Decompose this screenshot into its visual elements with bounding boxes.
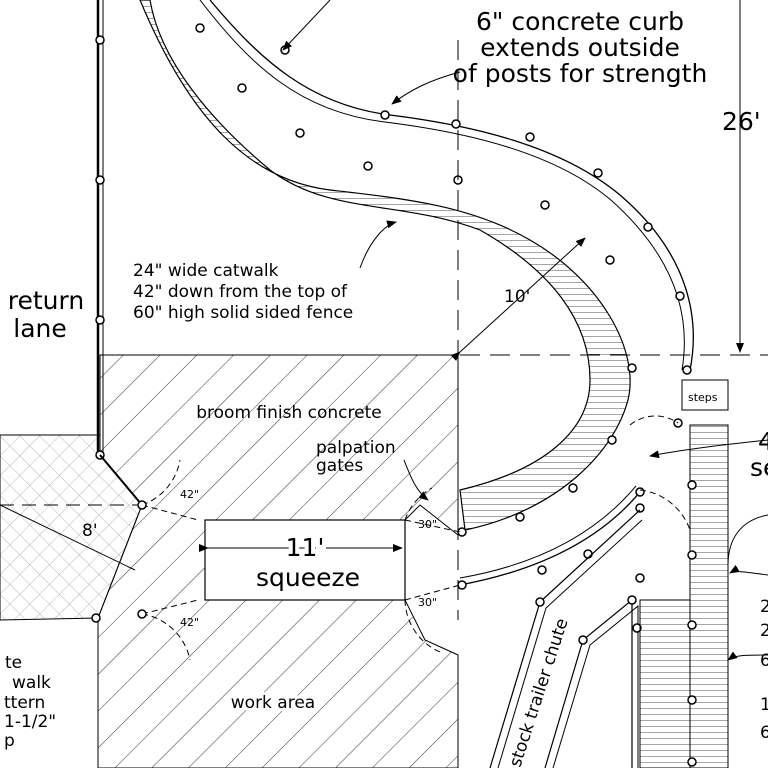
stock-trailer-chute — [489, 509, 645, 768]
left-edge-note: te walk ttern 1-1/2" p — [4, 653, 56, 751]
right-edge-note-b: 2 2 6 1 6 — [760, 597, 768, 743]
right-note-a-line2: se — [750, 453, 768, 482]
radius-dimension-label: 10' — [504, 287, 530, 307]
catwalk-note: 24" wide catwalk 42" down from the top o… — [133, 261, 353, 323]
work-area-label: work area — [231, 693, 315, 713]
gate-30-upper-label: 30" — [418, 518, 437, 531]
squeeze-box — [199, 519, 406, 601]
squeeze-label: squeeze — [256, 563, 360, 592]
return-lane-label: return lane — [8, 286, 84, 343]
curb-note: 6" concrete curb extends outside of post… — [453, 7, 708, 88]
left-note-line1: te — [5, 653, 22, 673]
right-note-a-line1: 4 — [758, 427, 768, 456]
curb-note-line3: of posts for strength — [453, 59, 708, 88]
catwalk-note-line2: 42" down from the top of — [133, 282, 348, 302]
right-edge-note-a: 4 se — [750, 427, 768, 482]
palpation-gates-label: palpation gates — [316, 438, 396, 476]
right-note-b-line5: 6 — [760, 723, 768, 743]
catwalk-note-line3: 60" high solid sided fence — [133, 303, 353, 323]
gate-42-upper-label: 42" — [180, 488, 199, 501]
return-lane-line2: lane — [13, 314, 67, 343]
return-lane-line1: return — [8, 286, 84, 315]
height-dimension-label: 26' — [722, 107, 761, 136]
left-note-line4: 1-1/2" — [4, 712, 56, 732]
dimension-lines — [100, 0, 768, 661]
left-note-line2: walk — [12, 673, 51, 693]
catwalk-note-line1: 24" wide catwalk — [133, 261, 279, 281]
width-8-label: 8' — [82, 521, 98, 541]
broom-finish-label: broom finish concrete — [196, 403, 381, 423]
left-note-line3: ttern — [4, 693, 45, 713]
left-note-line5: p — [4, 731, 15, 751]
right-note-b-line3: 6 — [760, 651, 768, 671]
gate-30-lower-label: 30" — [418, 596, 437, 609]
palpation-gates-line2: gates — [316, 456, 363, 476]
return-lane-fence — [95, 0, 143, 506]
right-note-b-line1: 2 — [760, 597, 768, 617]
chute-label: stock trailer chute — [506, 616, 573, 768]
curb-note-line1: 6" concrete curb — [476, 7, 684, 36]
right-note-b-line4: 1 — [760, 695, 768, 715]
palpation-gates-line1: palpation — [316, 438, 396, 458]
squeeze-dimension-label: 11' — [286, 533, 325, 562]
gate-swings — [0, 415, 691, 661]
right-catwalk-steps — [639, 379, 729, 768]
curb-note-line2: extends outside — [480, 33, 680, 62]
right-note-b-line2: 2 — [760, 621, 768, 641]
gate-42-lower-label: 42" — [180, 616, 199, 629]
steps-label: steps — [688, 391, 718, 404]
